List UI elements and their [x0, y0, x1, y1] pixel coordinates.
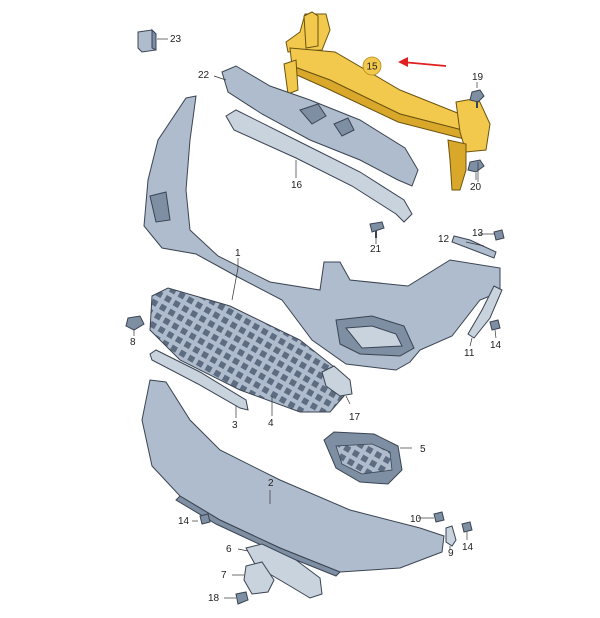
callout-2: 2 [268, 478, 274, 489]
part-3-lower-strip[interactable] [149, 349, 249, 418]
part-2-lower-spoiler[interactable] [141, 379, 445, 577]
part-5-fog-grille[interactable] [323, 431, 412, 485]
callout-16: 16 [291, 180, 303, 191]
callout-9: 9 [448, 548, 454, 559]
callout-23: 23 [170, 34, 182, 45]
callout-5: 5 [420, 444, 426, 455]
part-12-bracket[interactable] [451, 235, 497, 259]
callout-14-right: 14 [490, 340, 502, 351]
part-10-clip[interactable] [433, 511, 445, 523]
callout-18: 18 [208, 593, 220, 604]
part-1-bumper-cover[interactable] [143, 95, 501, 371]
part-8-clip[interactable] [125, 315, 145, 336]
part-18-screw[interactable] [224, 591, 249, 605]
callout-14-lower-left: 14 [178, 516, 190, 527]
part-14-screw-lower-left[interactable] [192, 513, 211, 525]
svg-text:15: 15 [366, 62, 378, 73]
callout-12: 12 [438, 234, 450, 245]
part-23-clip[interactable] [137, 28, 168, 53]
callout-1: 1 [235, 248, 241, 259]
callout-13: 13 [472, 228, 484, 239]
callout-22: 22 [198, 70, 210, 81]
leader-lines [231, 162, 494, 550]
callout-4: 4 [268, 418, 274, 429]
part-15-bumper-reinforcement[interactable] [283, 11, 491, 191]
part-9-bracket[interactable] [445, 525, 457, 547]
callout-7: 7 [221, 570, 227, 581]
callout-17: 17 [349, 412, 361, 423]
part-14-screw-right[interactable] [489, 319, 501, 339]
part-21-clip[interactable] [369, 221, 385, 238]
callout-11: 11 [464, 348, 475, 359]
part-16-trim-strip[interactable] [225, 109, 413, 223]
callout-21: 21 [370, 244, 382, 255]
callout-8: 8 [130, 337, 136, 348]
callout-10: 10 [410, 514, 422, 525]
part-4-radiator-grille[interactable] [149, 287, 345, 416]
callout-20: 20 [470, 182, 482, 193]
callout-15: 15 [362, 56, 382, 76]
callout-14-lower-right: 14 [462, 542, 474, 553]
part-19-bolt[interactable] [469, 82, 485, 108]
callout-6: 6 [226, 544, 232, 555]
highlight-arrow [398, 57, 447, 67]
part-11-side-trim[interactable] [467, 285, 503, 347]
part-17-bracket[interactable] [321, 365, 353, 405]
part-22-energy-absorber[interactable] [213, 65, 419, 187]
part-13-screw[interactable] [493, 229, 505, 241]
part-7-tow-cover[interactable] [232, 561, 275, 595]
part-14-screw-lower-right[interactable] [461, 521, 473, 540]
part-20-nut[interactable] [467, 159, 485, 180]
callout-3: 3 [232, 420, 238, 431]
callout-19: 19 [472, 72, 484, 83]
